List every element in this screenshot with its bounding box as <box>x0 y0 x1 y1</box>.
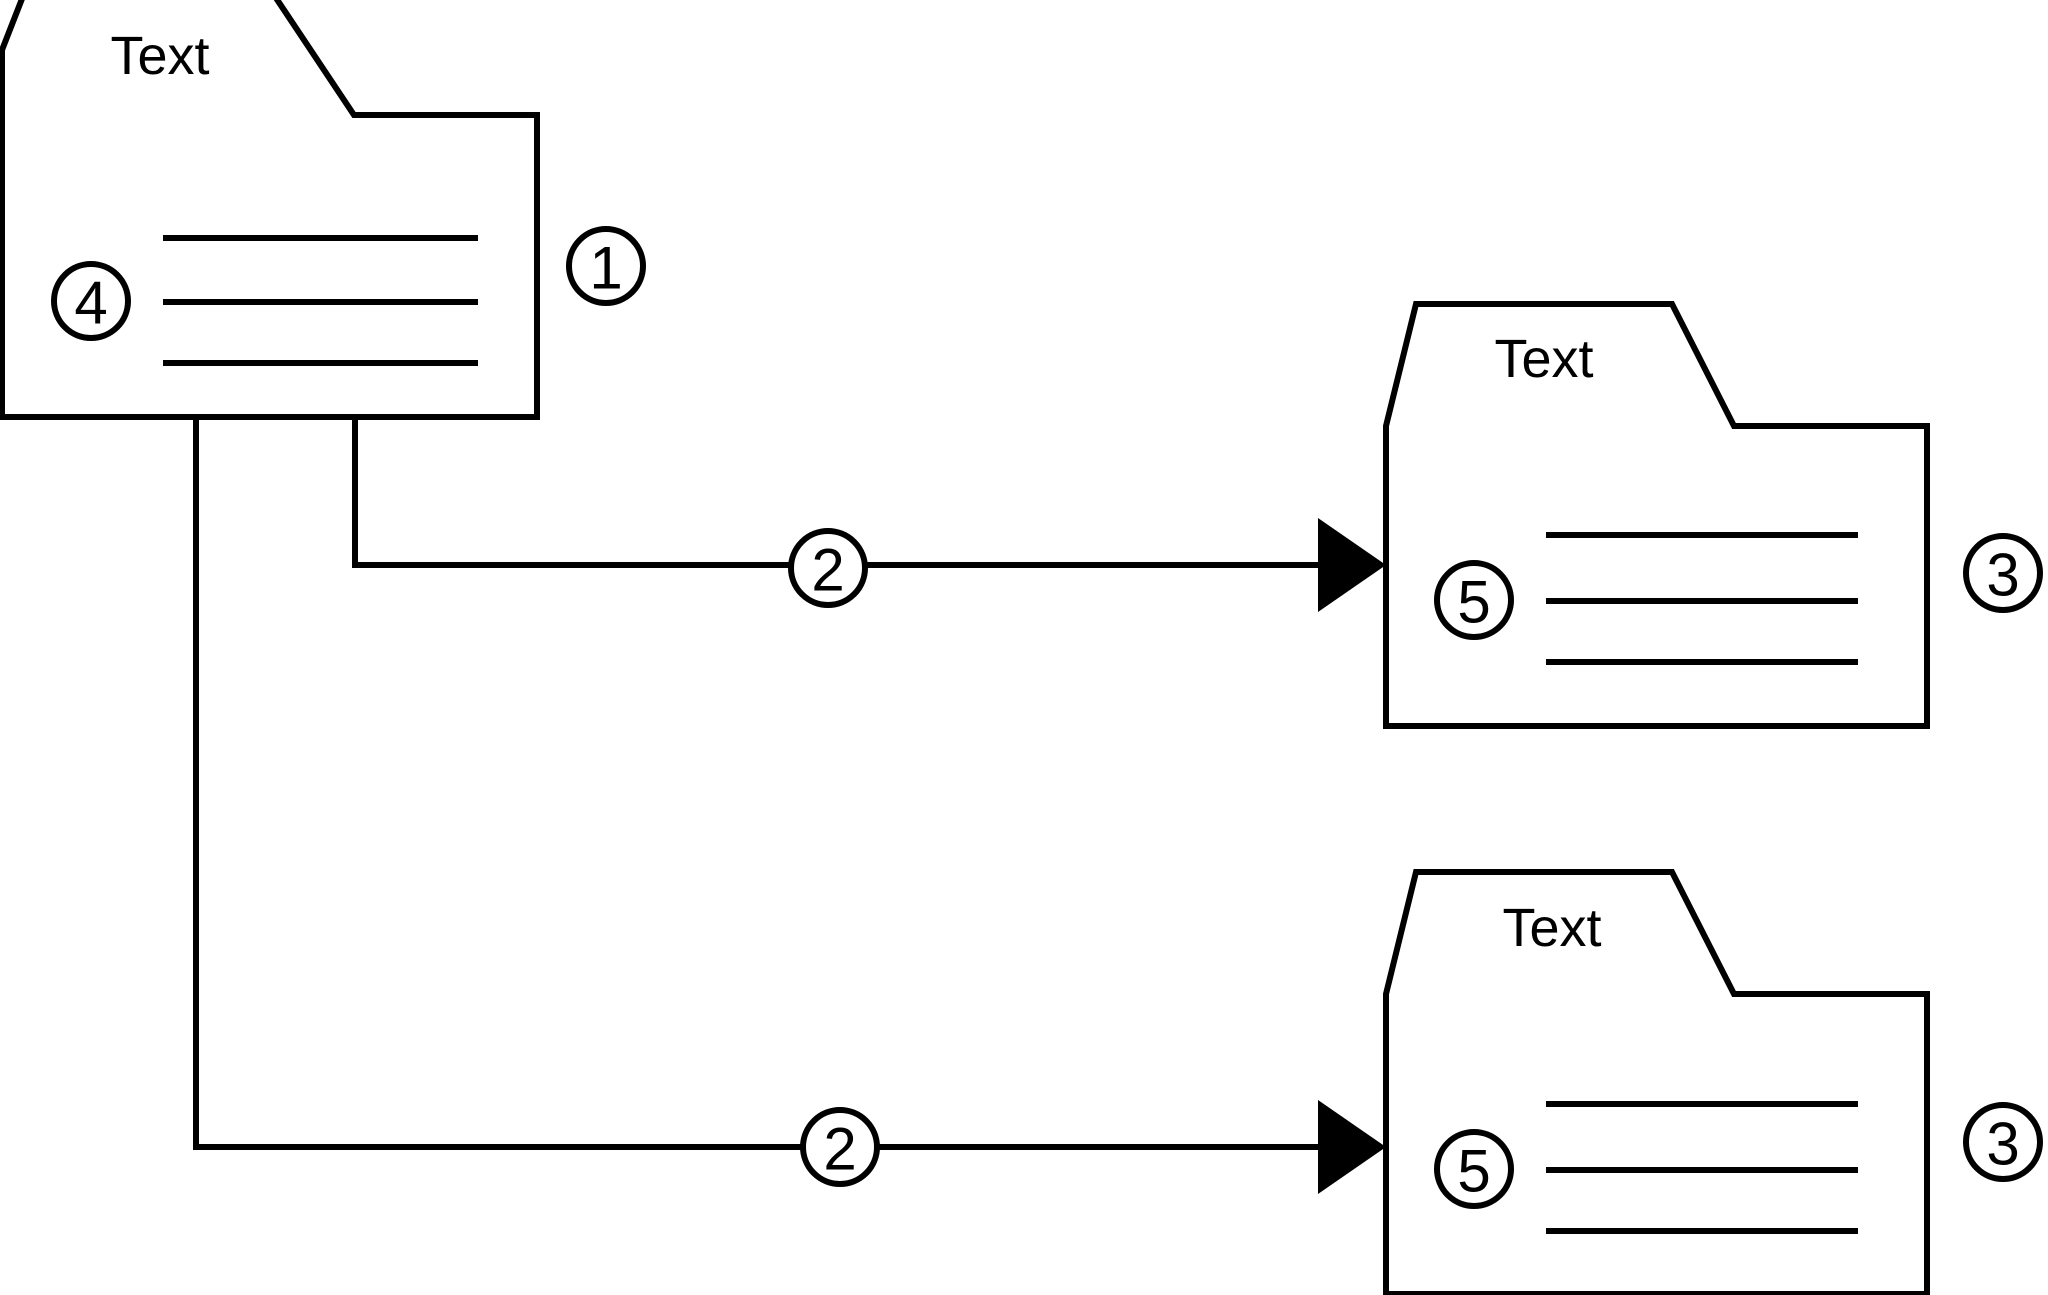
folder-source-outer-badge[interactable]: 1 <box>566 226 646 306</box>
folder-target-top-title: Text <box>1494 329 1593 389</box>
folder-target-top-outer-badge[interactable]: 3 <box>1963 533 2043 613</box>
folder-target-top-inner-badge[interactable]: 5 <box>1434 560 1514 640</box>
folder-target-bottom-inner-badge-label: 5 <box>1457 1138 1490 1205</box>
folder-target-bottom-inner-badge-circle <box>1434 1129 1514 1209</box>
connector-bottom-arrowhead-icon <box>1318 1100 1386 1194</box>
connector-top-badge-circle <box>788 528 868 608</box>
connector-top-arrowhead-icon <box>1318 518 1386 612</box>
folder-source-title: Text <box>110 26 209 86</box>
connector-bottom-path <box>193 417 1318 1150</box>
connector-bottom-badge[interactable]: 2 <box>800 1107 880 1187</box>
folder-target-bottom-outer-badge[interactable]: 3 <box>1963 1102 2043 1182</box>
connector-top-badge[interactable]: 2 <box>788 528 868 608</box>
folder-target-bottom-outer-badge-circle <box>1963 1102 2043 1182</box>
folder-target-bottom-title: Text <box>1502 898 1601 958</box>
connector-top-badge-label: 2 <box>811 537 844 604</box>
folder-source-node[interactable]: Text 4 <box>0 0 540 420</box>
folder-target-bottom-outer-badge-label: 3 <box>1986 1111 2019 1178</box>
folder-source-outline <box>0 0 540 420</box>
folder-source-outer-badge-circle <box>566 226 646 306</box>
folder-source-inner-badge[interactable]: 4 <box>51 261 131 341</box>
folder-source-inner-badge-circle <box>51 261 131 341</box>
folder-target-top-outer-badge-label: 3 <box>1986 542 2019 609</box>
connector-bottom[interactable] <box>193 417 1386 1194</box>
connector-bottom-badge-circle <box>800 1107 880 1187</box>
folder-source-outer-badge-label: 1 <box>589 235 622 302</box>
connector-bottom-badge-label: 2 <box>823 1116 856 1183</box>
folder-target-bottom-outline <box>1383 869 1930 1295</box>
folder-source-inner-badge-label: 4 <box>74 270 107 337</box>
folder-target-bottom-node[interactable]: Text 5 <box>1383 869 1930 1295</box>
connector-top-path <box>352 417 1318 568</box>
folder-target-top-outer-badge-circle <box>1963 533 2043 613</box>
folder-target-top-outline <box>1383 301 1930 729</box>
folder-target-bottom-inner-badge[interactable]: 5 <box>1434 1129 1514 1209</box>
folder-target-top-inner-badge-label: 5 <box>1457 569 1490 636</box>
connector-top[interactable] <box>352 417 1386 612</box>
folder-target-top-inner-badge-circle <box>1434 560 1514 640</box>
folder-target-top-node[interactable]: Text 5 <box>1383 301 1930 729</box>
